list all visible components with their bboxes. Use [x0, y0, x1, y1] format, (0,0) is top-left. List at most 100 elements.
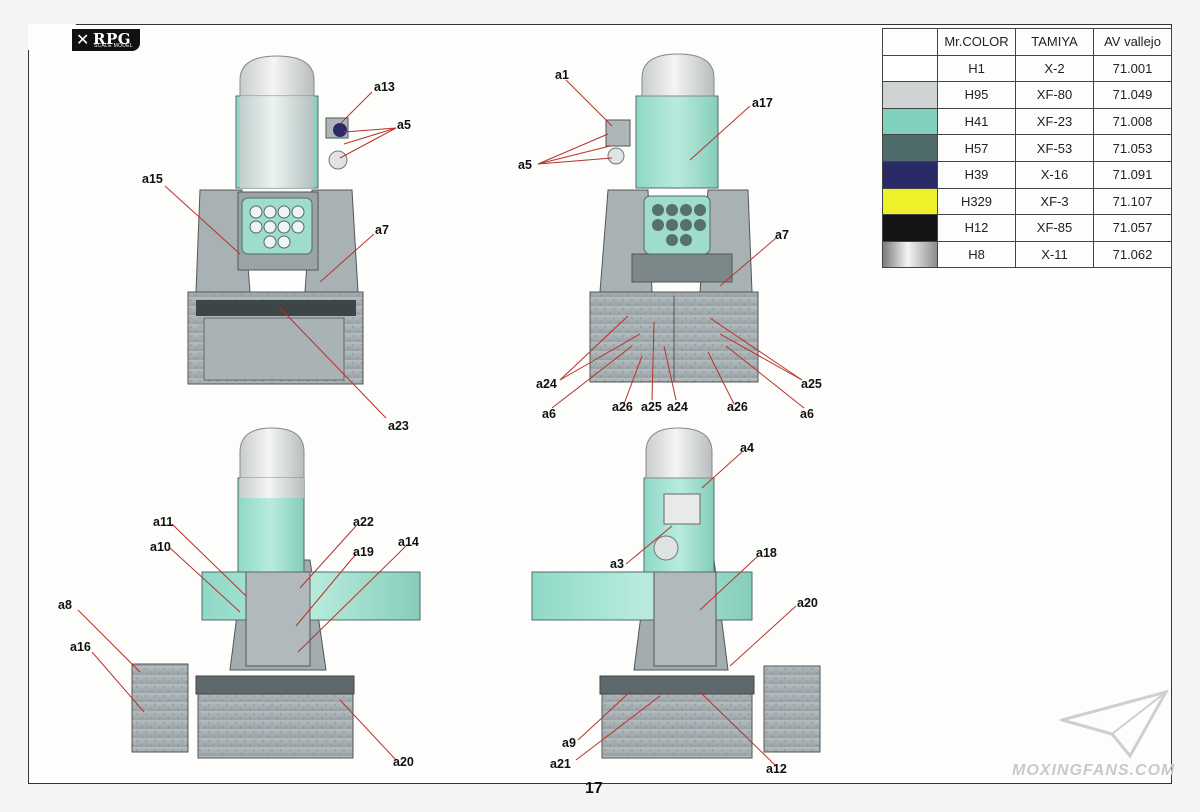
callout-a21: a21	[550, 757, 571, 771]
callout-a16: a16	[70, 640, 91, 654]
rear-cabinet	[635, 95, 719, 189]
rear-barrel-holes	[652, 204, 706, 246]
callout-a20-b: a20	[797, 596, 818, 610]
base-panel	[203, 317, 345, 381]
paint-swatch	[882, 240, 938, 269]
callout-a24-b: a24	[667, 400, 688, 414]
paint-tamiya: X-11	[1015, 240, 1094, 269]
view-side-bottom-left	[131, 427, 421, 759]
paint-av-vallejo: 71.107	[1093, 187, 1172, 216]
watermark-text: MOXINGFANS.COM	[1012, 762, 1176, 779]
callout-a17: a17	[752, 96, 773, 110]
header-av-vallejo: AV vallejo	[1093, 28, 1172, 56]
page-number: 17	[585, 780, 603, 797]
callout-a10: a10	[150, 540, 171, 554]
sensor-lens	[333, 123, 347, 137]
logo-brand-text: RPG	[93, 30, 132, 48]
paint-swatch	[882, 81, 938, 109]
callout-a12: a12	[766, 762, 787, 776]
corner-notch	[28, 24, 76, 50]
side-base	[197, 693, 354, 759]
side2-base	[601, 693, 753, 759]
side2-radome	[645, 427, 713, 479]
paper-plane-watermark-icon	[1060, 690, 1169, 759]
side2-electronics-box	[763, 665, 821, 753]
paint-av-vallejo: 71.001	[1093, 54, 1172, 83]
radome-top	[239, 55, 315, 97]
callout-a25-b: a25	[801, 377, 822, 391]
barrel-muzzles	[249, 205, 305, 249]
header-swatch	[882, 28, 938, 56]
paint-tamiya: X-16	[1015, 160, 1094, 189]
paint-av-vallejo: 71.062	[1093, 240, 1172, 269]
paint-mr-color: H39	[937, 160, 1016, 189]
callout-a18: a18	[756, 546, 777, 560]
callout-a1: a1	[555, 68, 569, 82]
header-tamiya: TAMIYA	[1015, 28, 1094, 56]
side2-drive-motor	[653, 535, 679, 561]
paint-table-header: Mr.COLOR TAMIYA AV vallejo	[882, 28, 1172, 56]
base-rail	[196, 300, 356, 316]
callout-a4: a4	[740, 441, 754, 455]
side2-gun-barrel-housing	[531, 571, 753, 621]
paint-mr-color: H8	[937, 240, 1016, 269]
callout-a9: a9	[562, 736, 576, 750]
callout-a26: a26	[612, 400, 633, 414]
side-electronics-box	[131, 663, 189, 753]
callout-a6-b: a6	[800, 407, 814, 421]
callout-a19: a19	[353, 545, 374, 559]
paint-mr-color: H57	[937, 134, 1016, 162]
side-trunnion-plate	[245, 571, 311, 667]
callout-a5-rear: a5	[518, 158, 532, 172]
view-front-top-left	[187, 55, 364, 385]
logo-cross-icon: ✕	[76, 30, 90, 49]
callout-a7-rear: a7	[775, 228, 789, 242]
paint-swatch	[882, 187, 938, 216]
rear-grille	[631, 253, 733, 283]
callout-a20: a20	[393, 755, 414, 769]
view-side-bottom-right	[531, 427, 821, 759]
side2-base-rail	[599, 675, 755, 695]
callout-a25: a25	[641, 400, 662, 414]
left-yoke-arm	[195, 189, 251, 293]
side-radome-skirt	[240, 478, 304, 498]
paint-av-vallejo: 71.053	[1093, 134, 1172, 162]
brand-logo: ✕ RPG SCALE MODEL	[72, 29, 140, 51]
callout-a26-b: a26	[727, 400, 748, 414]
callout-a15: a15	[142, 172, 163, 186]
logo-sub-text: SCALE MODEL	[94, 43, 133, 49]
paint-av-vallejo: 71.049	[1093, 81, 1172, 109]
callout-a5: a5	[397, 118, 411, 132]
callout-a24: a24	[536, 377, 557, 391]
callout-a23: a23	[388, 419, 409, 433]
paint-swatch	[882, 214, 938, 242]
camera-ball	[328, 150, 348, 170]
callout-a14: a14	[398, 535, 419, 549]
side2-trunnion-plate	[653, 571, 717, 667]
side-base-rail	[195, 675, 355, 695]
callout-a7: a7	[375, 223, 389, 237]
side-radome	[239, 427, 305, 479]
side2-open-panel	[663, 493, 701, 525]
paint-mr-color: H12	[937, 214, 1016, 242]
rear-radome	[641, 53, 715, 97]
paint-tamiya: XF-23	[1015, 107, 1094, 136]
rear-camera-ball	[607, 147, 625, 165]
side-gun-barrel-housing	[201, 571, 421, 621]
callout-a3: a3	[610, 557, 624, 571]
callout-a11: a11	[153, 515, 174, 529]
callout-a6: a6	[542, 407, 556, 421]
paint-mr-color: H95	[937, 81, 1016, 109]
radome-cylinder	[240, 96, 314, 188]
side2-cabinet	[643, 477, 715, 573]
